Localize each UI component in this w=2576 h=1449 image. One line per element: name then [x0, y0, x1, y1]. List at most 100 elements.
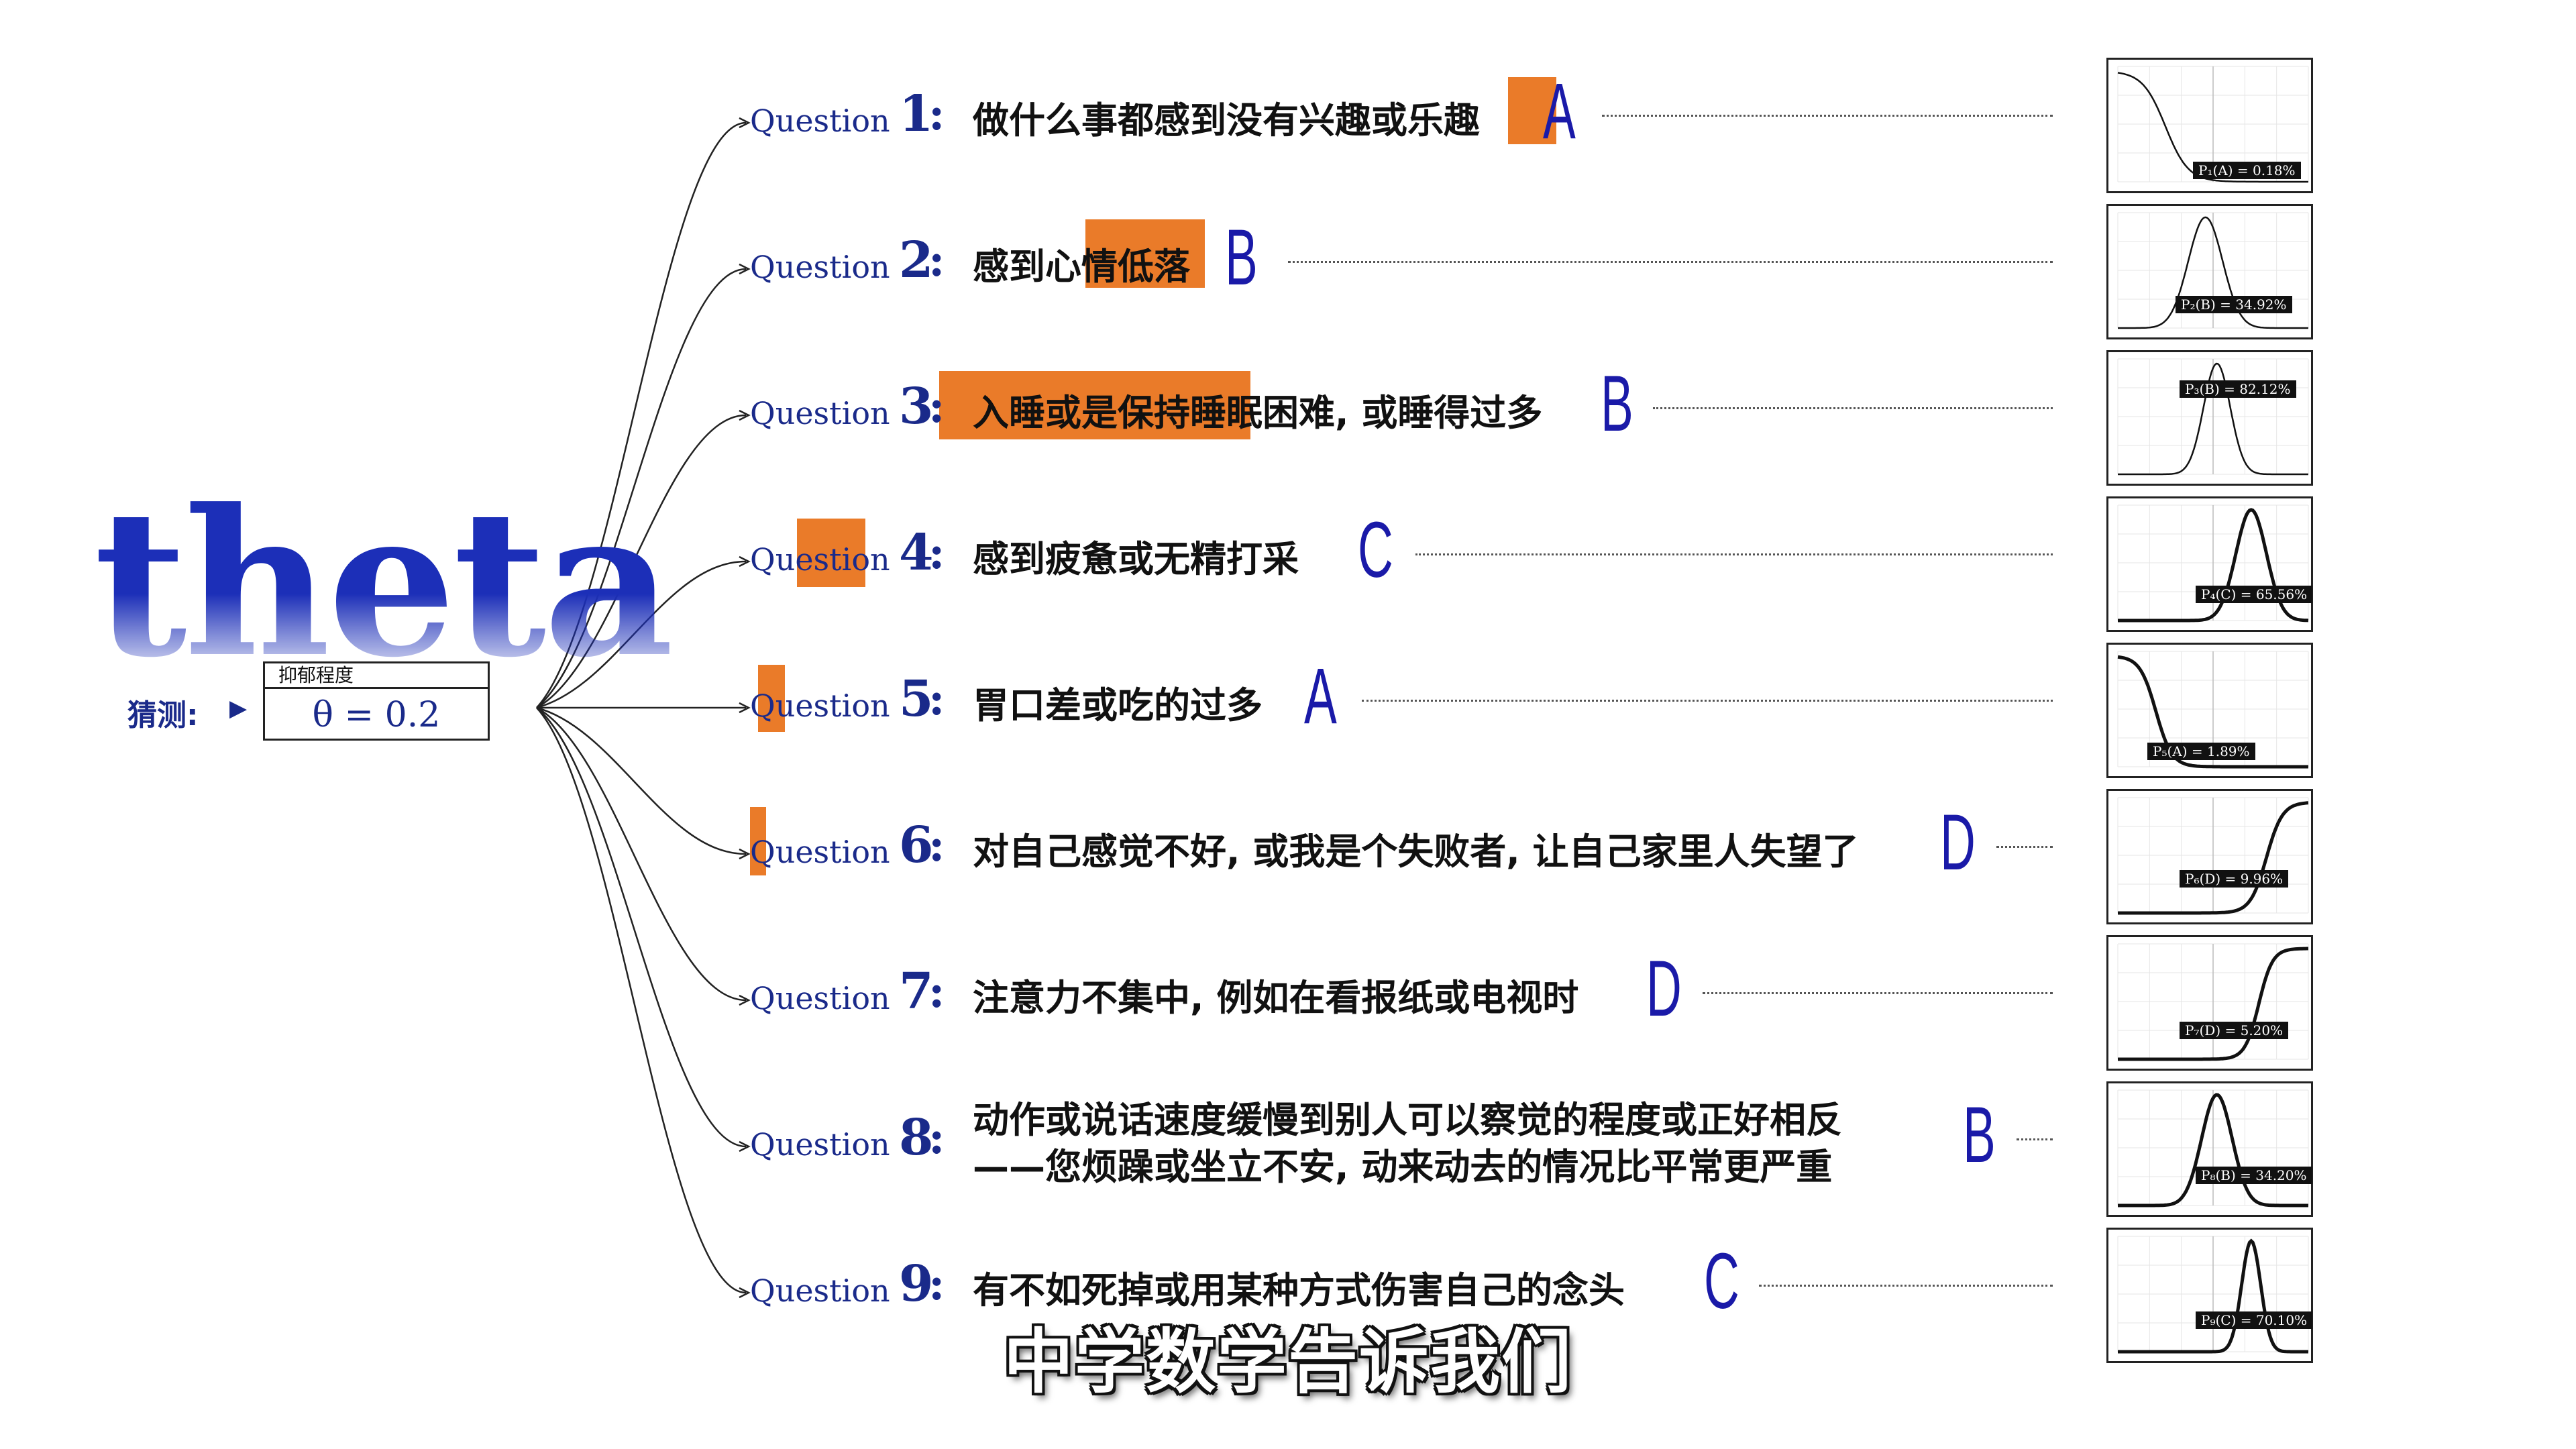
dotted-leader	[1653, 407, 2053, 409]
highlight-mark	[758, 665, 785, 732]
connector-line	[536, 706, 747, 1002]
probability-curve	[2118, 801, 2309, 915]
question-text: 对自己感觉不好, 或我是个失败者, 让自己家里人失望了	[973, 830, 1859, 873]
triangle-arrow-icon: ▶	[229, 695, 248, 722]
probability-chart-1: P₁(A) = 0.18%	[2106, 58, 2313, 193]
question-number: 9	[899, 1255, 934, 1313]
connector-line	[536, 706, 747, 855]
question-colon: :	[928, 673, 945, 725]
question-colon: :	[928, 88, 945, 140]
probability-label: P₁(A) = 0.18%	[2193, 162, 2301, 179]
dotted-leader	[1703, 992, 2053, 994]
answer-letter: A	[1304, 652, 1337, 741]
question-text: 动作或说话速度缓慢到别人可以察觉的程度或正好相反	[973, 1099, 1842, 1141]
question-prefix: Question	[750, 395, 890, 431]
question-colon: :	[928, 1258, 945, 1310]
probability-label: P₉(C) = 70.10%	[2196, 1311, 2313, 1329]
answer-letter: B	[1963, 1091, 1996, 1179]
probability-label: P₇(D) = 5.20%	[2180, 1022, 2289, 1039]
probability-label: P₈(B) = 34.20%	[2196, 1167, 2312, 1184]
question-row-1: Question 1 : 做什么事都感到没有兴趣或乐趣 A	[0, 57, 2576, 191]
question-number: 7	[899, 963, 934, 1020]
question-number: 6	[899, 816, 934, 874]
probability-label: P₆(D) = 9.96%	[2180, 870, 2289, 888]
answer-letter: C	[1358, 506, 1393, 594]
question-prefix: Question	[750, 103, 890, 139]
question-row-8: Question 8 : 动作或说话速度缓慢到别人可以察觉的程度或正好相反 ——…	[0, 1081, 2576, 1215]
dotted-leader	[1996, 846, 2053, 848]
question-colon: :	[928, 819, 945, 871]
probability-curve	[2117, 72, 2308, 183]
question-row-9: Question 9 : 有不如死掉或用某种方式伤害自己的念头 C	[0, 1227, 2576, 1361]
probability-chart-2: P₂(B) = 34.92%	[2106, 204, 2313, 339]
question-text: 入睡或是保持睡眠困难, 或睡得过多	[973, 392, 1543, 434]
highlight-mark	[1508, 77, 1556, 144]
dotted-leader	[1602, 115, 2053, 117]
dotted-leader	[2017, 1138, 2053, 1140]
question-text: 有不如死掉或用某种方式伤害自己的念头	[973, 1269, 1625, 1311]
dotted-leader	[1362, 700, 2053, 702]
guess-box-value: θ = 0.2	[312, 695, 441, 735]
probability-curve	[2118, 362, 2308, 476]
connector-arrowhead	[739, 555, 751, 568]
question-prefix: Question	[750, 249, 890, 285]
dotted-leader	[1415, 553, 2053, 555]
connector-arrowhead	[739, 1140, 751, 1152]
question-prefix: Question	[750, 834, 890, 870]
question-number: 2	[899, 231, 934, 289]
answer-letter: B	[1601, 360, 1633, 448]
connector-line	[536, 707, 747, 1148]
probability-curve	[2118, 1093, 2308, 1208]
connector-line	[536, 121, 747, 708]
connector-line	[536, 268, 747, 708]
probability-chart-9: P₉(C) = 70.10%	[2106, 1228, 2313, 1363]
question-prefix: Question	[750, 541, 890, 578]
question-prefix: Question	[750, 1126, 890, 1163]
answer-letter: C	[1704, 1237, 1739, 1326]
question-number: 5	[899, 670, 934, 728]
theta-guess-box: 抑郁程度 θ = 0.2	[263, 661, 490, 741]
probability-label: P₄(C) = 65.56%	[2196, 586, 2313, 603]
question-prefix: Question	[750, 980, 890, 1016]
probability-chart-3: P₃(B) = 82.12%	[2106, 350, 2313, 486]
question-row-6: Question 6 : 对自己感觉不好, 或我是个失败者, 让自己家里人失望了…	[0, 788, 2576, 922]
question-colon: :	[928, 234, 945, 286]
answer-letter: A	[1543, 67, 1576, 156]
connector-line	[536, 707, 747, 1294]
question-text-line2: ——您烦躁或坐立不安, 动来动去的情况比平常更严重	[973, 1146, 1833, 1188]
highlight-mark	[797, 519, 865, 587]
probability-label: P₃(B) = 82.12%	[2180, 380, 2296, 398]
question-row-3: Question 3 : 入睡或是保持睡眠困难, 或睡得过多 B	[0, 350, 2576, 484]
question-colon: :	[928, 1112, 945, 1164]
probability-chart-4: P₄(C) = 65.56%	[2106, 496, 2313, 632]
theta-title: theta	[94, 465, 674, 702]
question-colon: :	[928, 380, 945, 433]
question-number: 3	[899, 378, 934, 435]
connector-arrowhead	[739, 263, 751, 275]
probability-chart-7: P₇(D) = 5.20%	[2106, 935, 2313, 1071]
probability-label: P₅(A) = 1.89%	[2147, 743, 2255, 760]
video-subtitle: 中学数学告诉我们	[1003, 1321, 1572, 1403]
question-text: 感到疲惫或无精打采	[973, 538, 1299, 580]
dotted-leader	[1759, 1285, 2053, 1287]
question-number: 8	[899, 1109, 934, 1167]
guess-label: 猜测:	[127, 698, 199, 733]
probability-curve	[2118, 947, 2308, 1061]
question-row-7: Question 7 : 注意力不集中, 例如在看报纸或电视时 D	[0, 934, 2576, 1069]
question-number: 4	[899, 524, 934, 582]
answer-letter: B	[1225, 213, 1258, 302]
answer-letter: D	[1940, 798, 1976, 887]
probability-curve	[2117, 655, 2308, 769]
probability-chart-8: P₈(B) = 34.20%	[2106, 1081, 2313, 1217]
question-row-5: Question 5 : 胃口差或吃的过多 A	[0, 642, 2576, 776]
connector-arrowhead	[739, 409, 751, 421]
question-text: 胃口差或吃的过多	[973, 684, 1263, 727]
question-text: 注意力不集中, 例如在看报纸或电视时	[973, 977, 1579, 1019]
probability-chart-6: P₆(D) = 9.96%	[2106, 789, 2313, 924]
probability-label: P₂(B) = 34.92%	[2176, 296, 2292, 313]
probability-chart-5: P₅(A) = 1.89%	[2106, 643, 2313, 778]
question-prefix: Question	[750, 1273, 890, 1309]
question-number: 1	[899, 85, 934, 143]
